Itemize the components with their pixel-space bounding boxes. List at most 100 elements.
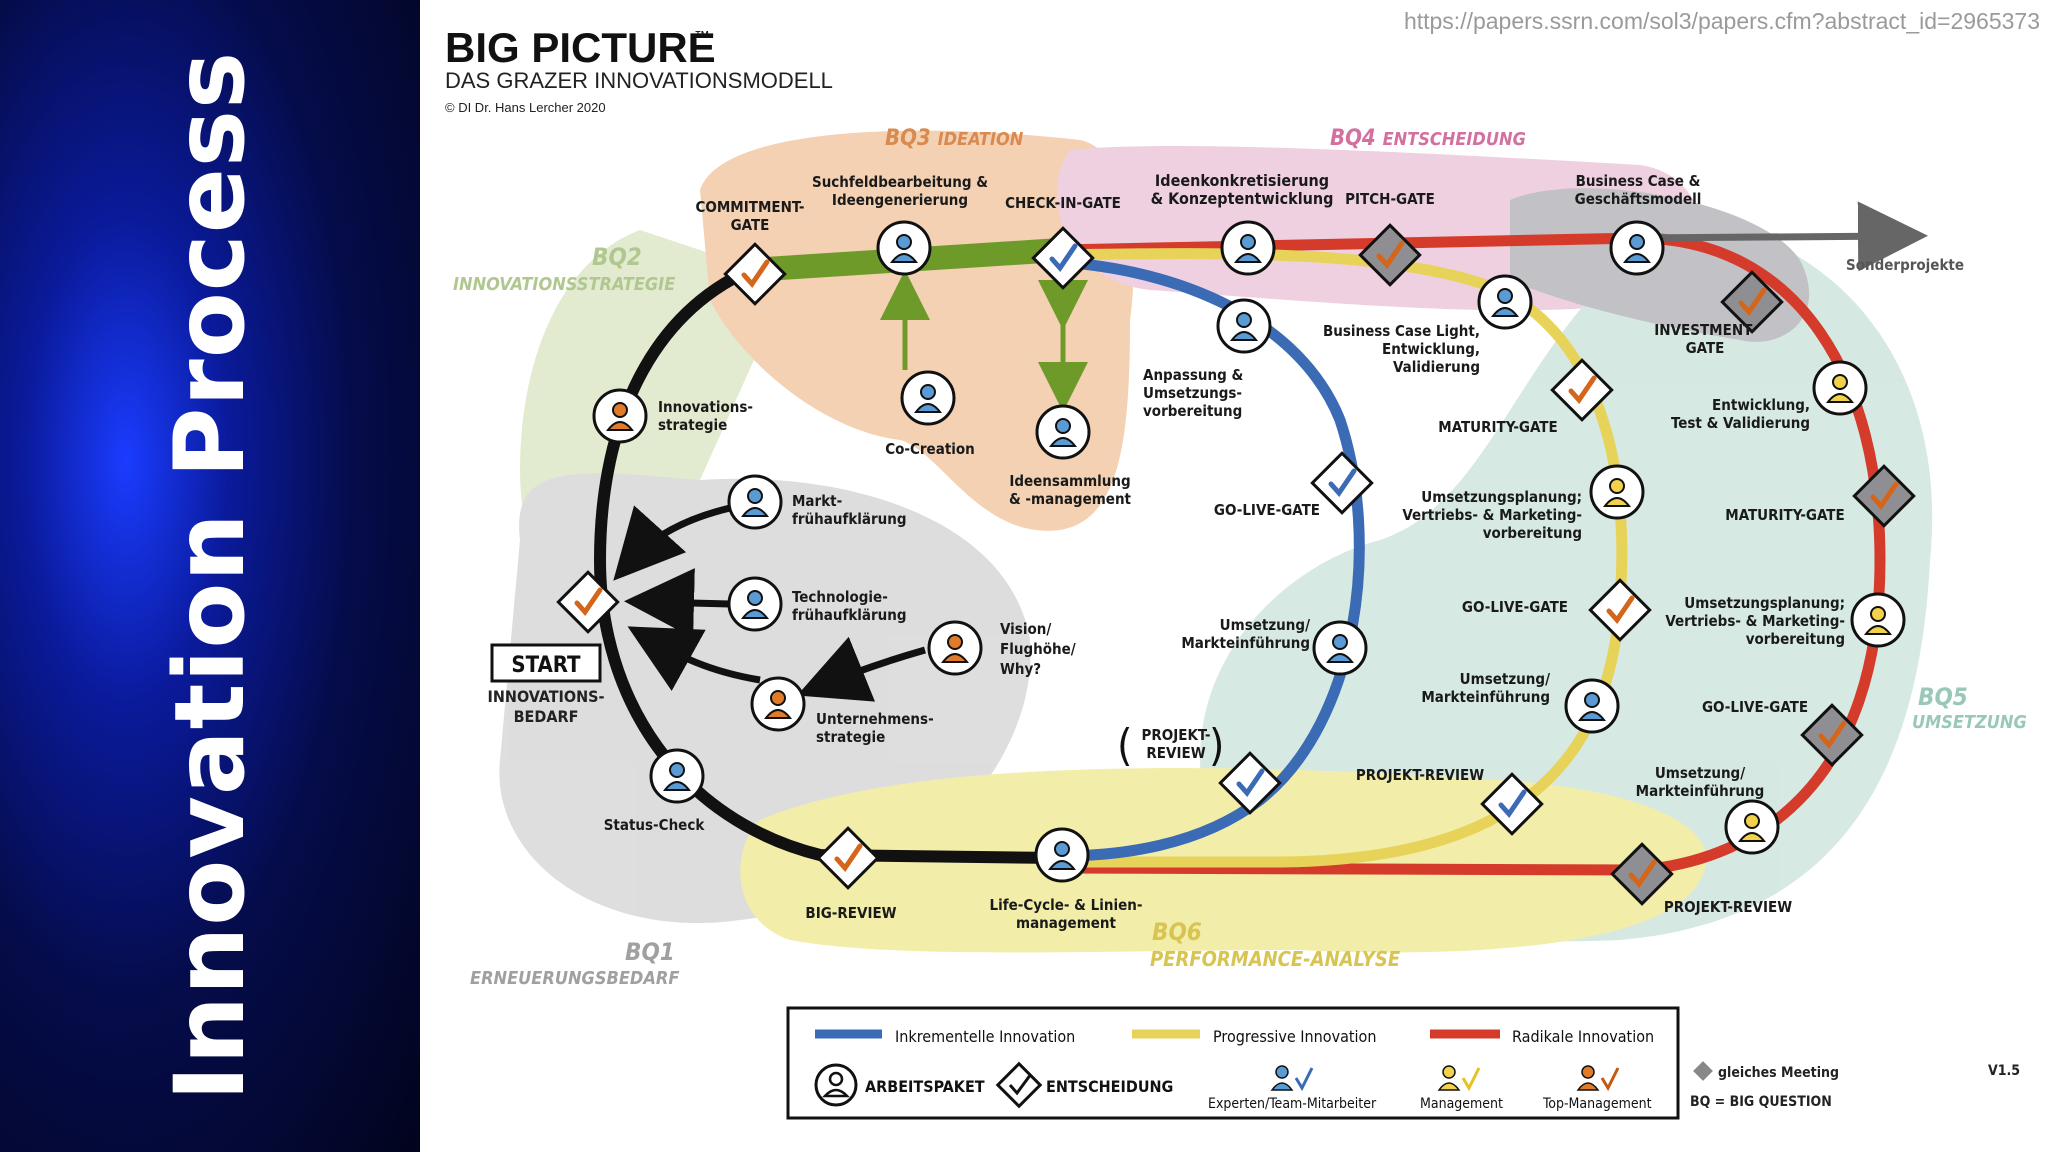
- nodes-layer: [556, 220, 1916, 906]
- label-business-case: Business Case &Geschäftsmodell: [1575, 172, 1702, 208]
- legend-version: V1.5: [1988, 1063, 2020, 1079]
- label-technologiefrueh: Technologie-frühaufklärung: [792, 588, 907, 624]
- diagram-header: BIG PICTURE ™ DAS GRAZER INNOVATIONSMODE…: [445, 24, 833, 115]
- legend-management: Management: [1420, 1096, 1503, 1112]
- gate-projekt-review-yellow-icon: [1480, 772, 1544, 836]
- legend-entscheidung: ENTSCHEIDUNG: [1046, 1077, 1173, 1096]
- label-investment-gate: INVESTMENT-GATE: [1654, 321, 1755, 357]
- label-ideenkonkret: Ideenkonkretisierung& Konzeptentwicklung: [1151, 171, 1334, 208]
- zone-bq5: [1200, 220, 1933, 942]
- label-go-live-gate-r: GO-LIVE-GATE: [1702, 698, 1808, 716]
- zone-bq1-name: ERNEUERUNGSBEDARF: [470, 968, 679, 989]
- workpackage-business-case-icon: [1609, 220, 1665, 276]
- gate-go-live-red-icon: [1800, 703, 1864, 767]
- label-commitment-gate: COMMITMENT-GATE: [695, 198, 804, 234]
- zone-bq2-name: INNOVATIONSSTRATEGIE: [453, 274, 675, 295]
- projekt-review-blue-parens: ( ): [1117, 720, 1224, 771]
- workpackage-suchfeld-icon: [876, 220, 932, 276]
- workpackage-umsetzungsplanung-red-icon: [1850, 592, 1906, 648]
- label-status-check: Status-Check: [604, 816, 706, 834]
- workpackage-ideensammlung-icon: [1035, 404, 1091, 460]
- gate-maturity-red-icon: [1852, 464, 1916, 528]
- legend-inkrementell: Inkrementelle Innovation: [895, 1027, 1075, 1046]
- legend-bq-definition: BQ = BIG QUESTION: [1690, 1094, 1832, 1110]
- sidebar-title: Innovation Process: [154, 50, 266, 1102]
- label-projekt-review-y: PROJEKT-REVIEW: [1356, 766, 1484, 784]
- label-umsetzungsplanung-y: Umsetzungsplanung;Vertriebs- & Marketing…: [1402, 488, 1582, 542]
- sidebar-panel: Innovation Process: [0, 0, 420, 1152]
- label-check-in-gate: CHECK-IN-GATE: [1005, 194, 1121, 212]
- start-sub2: BEDARF: [514, 707, 579, 726]
- label-umsetzungsplanung-r: Umsetzungsplanung;Vertriebs- & Marketing…: [1665, 594, 1845, 648]
- legend-gleiches-meeting-icon: [1693, 1061, 1713, 1081]
- zone-labels: BQ3 IDEATION BQ4 ENTSCHEIDUNG BQ2 INNOVA…: [453, 126, 2027, 989]
- svg-text:): ): [1209, 720, 1224, 771]
- innovation-model-diagram: BQ3 IDEATION BQ4 ENTSCHEIDUNG BQ2 INNOVA…: [445, 24, 2027, 1120]
- zone-bq4-label: BQ4 ENTSCHEIDUNG: [1330, 126, 1526, 151]
- legend-entscheidung-icon: [995, 1061, 1043, 1109]
- zone-bq1-code: BQ1: [625, 938, 675, 966]
- legend-gleiches-meeting: gleiches Meeting: [1718, 1065, 1839, 1081]
- gate-investment-icon: [1720, 270, 1784, 334]
- zone-bq5-code: BQ5: [1918, 683, 1968, 711]
- start-box: START INNOVATIONS- BEDARF: [488, 643, 605, 726]
- label-suchfeld: Suchfeldbearbeitung &Ideengenerierung: [812, 173, 988, 209]
- zone-bq5-name: UMSETZUNG: [1912, 712, 2027, 733]
- workpackage-ideenkonkret-icon: [1220, 220, 1276, 276]
- label-go-live-gate-y: GO-LIVE-GATE: [1462, 598, 1568, 616]
- zone-bq6-name: PERFORMANCE-ANALYSE: [1150, 947, 1401, 971]
- label-pitch-gate: PITCH-GATE: [1345, 190, 1435, 208]
- workpackage-technologiefrueh-icon: [727, 576, 783, 632]
- track-incremental-blue: [1054, 256, 1365, 862]
- track-main-black: [593, 264, 1066, 864]
- diagram-title: BIG PICTURE: [445, 24, 716, 71]
- start-sub1: INNOVATIONS-: [488, 687, 605, 706]
- workpackage-unternehmensstrategie-icon: [750, 676, 806, 732]
- gate-pitch-icon: [1358, 223, 1422, 287]
- workpackage-umsetzung-yellow-icon: [1564, 678, 1620, 734]
- legend-frame: [786, 1006, 1680, 1120]
- ideation-arrows: [880, 270, 1088, 412]
- workpackage-anpassung-icon: [1216, 298, 1272, 354]
- legend-arbeitspaket-icon: [814, 1063, 858, 1107]
- workpackage-umsetzung-blue-icon: [1312, 620, 1368, 676]
- legend-arbeitspaket: ARBEITSPAKET: [865, 1077, 985, 1096]
- label-co-creation: Co-Creation: [885, 440, 975, 458]
- diagram-subtitle: DAS GRAZER INNOVATIONSMODELL: [445, 68, 833, 93]
- zone-bq3: [700, 130, 1134, 531]
- track-sonderprojekte: [1636, 201, 1928, 272]
- gate-big-review-icon: [816, 826, 880, 890]
- zone-bq2-code: BQ2: [592, 243, 642, 271]
- gate-projekt-review-blue-icon: [1218, 751, 1282, 815]
- svg-text:(: (: [1117, 720, 1132, 771]
- workpackage-co-creation-icon: [900, 370, 956, 426]
- label-projekt-review-r: PROJEKT-REVIEW: [1664, 898, 1792, 916]
- label-unternehmensstrategie: Unternehmens-strategie: [816, 710, 934, 746]
- gate-projekt-review-red-icon: [1610, 842, 1674, 906]
- label-vision: Vision/Flughöhe/Why?: [1000, 620, 1076, 678]
- workpackage-umsetzungsplanung-yellow-icon: [1589, 464, 1645, 520]
- gate-go-live-yellow-icon: [1588, 578, 1652, 642]
- gate-strategy-icon: [556, 570, 620, 634]
- label-big-review: BIG-REVIEW: [805, 904, 896, 922]
- gate-go-live-blue-icon: [1310, 451, 1374, 515]
- label-maturity-gate-y: MATURITY-GATE: [1438, 418, 1557, 436]
- diagram-copyright: © DI Dr. Hans Lercher 2020: [445, 100, 606, 115]
- strategy-arrows: [613, 504, 926, 702]
- label-entwicklung-r: Entwicklung,Test & Validierung: [1671, 396, 1810, 432]
- diagram-trademark: ™: [694, 29, 710, 46]
- legend: Inkrementelle Innovation Progressive Inn…: [786, 1006, 2020, 1120]
- gate-commitment-icon: [723, 242, 787, 306]
- workpackage-innovationsstrategie-icon: [592, 388, 648, 444]
- zone-bq3-label: BQ3 IDEATION: [885, 126, 1024, 151]
- workpackage-vision-icon: [927, 620, 983, 676]
- legend-progressiv: Progressive Innovation: [1213, 1027, 1376, 1046]
- label-innovationsstrategie: Innovations-strategie: [658, 398, 753, 434]
- label-sonderprojekte: Sonderprojekte: [1846, 256, 1964, 274]
- label-projekt-review-b: PROJEKT-REVIEW: [1141, 726, 1210, 762]
- label-umsetzung-y: Umsetzung/Markteinführung: [1421, 670, 1550, 706]
- label-umsetzung-r: Umsetzung/Markteinführung: [1636, 764, 1765, 800]
- label-ideensammlung: Ideensammlung& -management: [1009, 472, 1132, 508]
- label-business-case-light: Business Case Light,Entwicklung,Validier…: [1323, 322, 1480, 376]
